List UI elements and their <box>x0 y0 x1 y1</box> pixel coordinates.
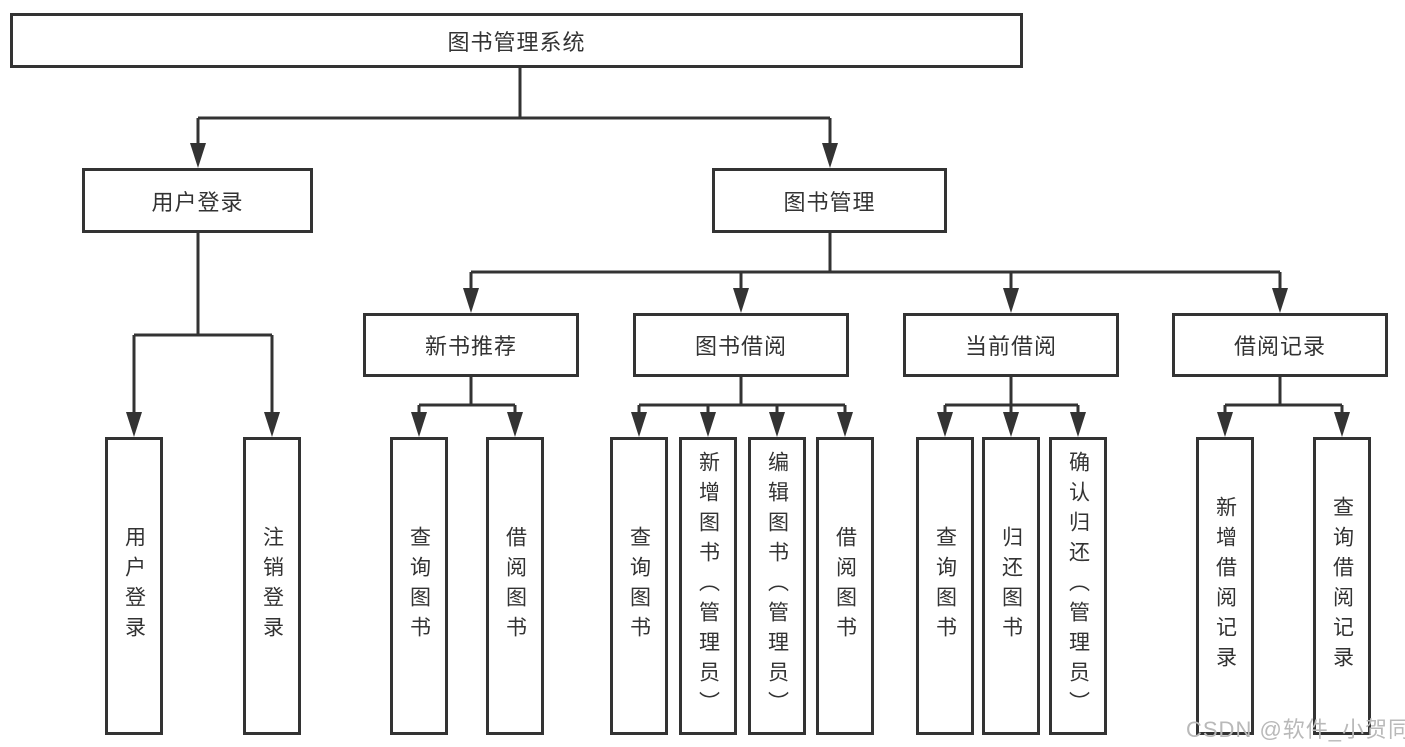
leaf-user-login: 用户登录 <box>105 437 163 735</box>
node-book-management-label: 图书管理 <box>783 189 876 215</box>
leaf-add-borrow-record-label: 新增借阅记录 <box>1213 496 1237 676</box>
node-user-login-label: 用户登录 <box>151 189 244 215</box>
node-book-management: 图书管理 <box>712 168 947 233</box>
node-borrow-records: 借阅记录 <box>1172 313 1388 377</box>
leaf-confirm-return-admin: 确认归还（管理员） <box>1049 437 1107 735</box>
leaf-logout: 注销登录 <box>243 437 301 735</box>
leaf-edit-book-admin: 编辑图书（管理员） <box>748 437 806 735</box>
leaf-logout-label: 注销登录 <box>260 526 284 646</box>
leaf-query-books-borrowing-label: 查询图书 <box>627 526 651 646</box>
leaf-add-book-admin: 新增图书（管理员） <box>679 437 737 735</box>
node-borrow-records-label: 借阅记录 <box>1233 334 1326 359</box>
node-current-borrowing: 当前借阅 <box>903 313 1119 377</box>
leaf-query-books-recommend: 查询图书 <box>390 437 448 735</box>
leaf-query-books-current: 查询图书 <box>916 437 974 735</box>
leaf-borrow-books-borrowing-label: 借阅图书 <box>833 526 857 646</box>
node-root-label: 图书管理系统 <box>447 29 586 55</box>
node-new-book-recommend: 新书推荐 <box>363 313 579 377</box>
leaf-query-books-current-label: 查询图书 <box>933 526 957 646</box>
node-book-borrowing: 图书借阅 <box>633 313 849 377</box>
leaf-user-login-label: 用户登录 <box>122 526 146 646</box>
leaf-borrow-books-borrowing: 借阅图书 <box>816 437 874 735</box>
leaf-return-book-label: 归还图书 <box>999 526 1023 646</box>
csdn-watermark: CSDN @软件_小贺同学 <box>1186 717 1405 742</box>
leaf-add-borrow-record: 新增借阅记录 <box>1196 437 1254 735</box>
node-user-login: 用户登录 <box>82 168 313 233</box>
leaf-add-book-admin-label: 新增图书（管理员） <box>696 451 720 721</box>
leaf-query-borrow-record-label: 查询借阅记录 <box>1330 496 1354 676</box>
node-current-borrowing-label: 当前借阅 <box>964 334 1057 359</box>
node-book-borrowing-label: 图书借阅 <box>694 334 787 359</box>
leaf-borrow-books-recommend-label: 借阅图书 <box>503 526 527 646</box>
leaf-borrow-books-recommend: 借阅图书 <box>486 437 544 735</box>
node-root: 图书管理系统 <box>10 13 1023 68</box>
leaf-query-borrow-record: 查询借阅记录 <box>1313 437 1371 735</box>
leaf-edit-book-admin-label: 编辑图书（管理员） <box>765 451 789 721</box>
leaf-query-books-borrowing: 查询图书 <box>610 437 668 735</box>
leaf-query-books-recommend-label: 查询图书 <box>407 526 431 646</box>
leaf-confirm-return-admin-label: 确认归还（管理员） <box>1066 451 1090 721</box>
arrowhead-icons <box>126 143 1350 437</box>
node-new-book-recommend-label: 新书推荐 <box>424 334 517 359</box>
leaf-return-book: 归还图书 <box>982 437 1040 735</box>
